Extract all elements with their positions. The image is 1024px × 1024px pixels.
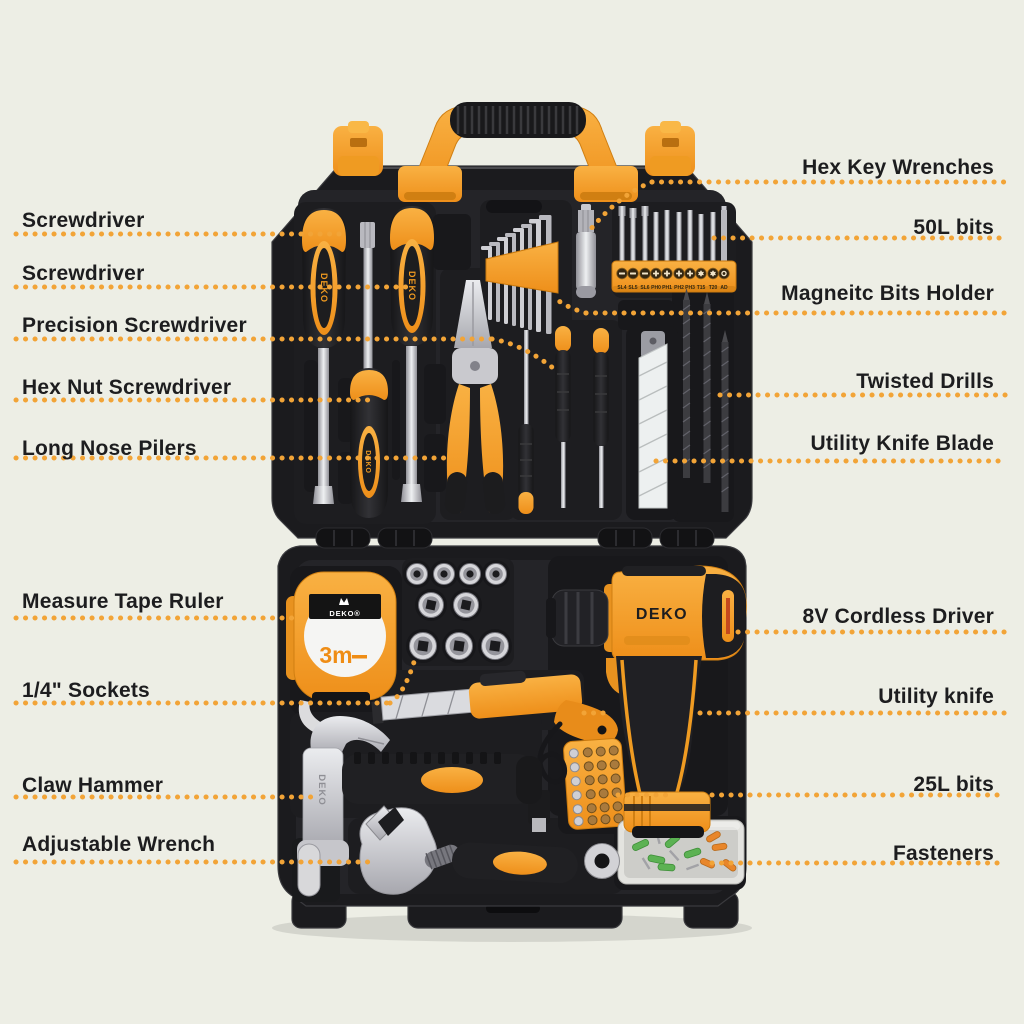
drill-brand-text: DEKO bbox=[636, 606, 688, 623]
label-screwdriver-1: Screwdriver bbox=[22, 209, 145, 232]
tape-brand-text: DEKO® bbox=[329, 609, 360, 618]
deko-crown-icon bbox=[339, 598, 349, 605]
utility-knife bbox=[371, 670, 618, 744]
bit-label: PH1 bbox=[662, 285, 672, 291]
bit-label: T15 bbox=[697, 285, 706, 291]
hex-key-wrenches bbox=[481, 215, 559, 334]
case-handle bbox=[398, 102, 638, 202]
leader-lines bbox=[13, 179, 1009, 866]
hex-nut-brand-text: DEKO bbox=[364, 450, 371, 473]
label-measure-tape-ruler: Measure Tape Ruler bbox=[22, 590, 224, 613]
tape-measure: DEKO® 3m bbox=[286, 571, 397, 734]
tape-length-text: 3m bbox=[319, 642, 352, 668]
bit-label: AD bbox=[720, 285, 728, 291]
cordless-driver: DEKO bbox=[546, 565, 747, 838]
label-fasteners: Fasteners bbox=[892, 842, 994, 865]
hex-nut-screwdriver: DEKO bbox=[350, 222, 388, 518]
25l-bits-tray bbox=[563, 738, 627, 830]
latch-right bbox=[645, 121, 695, 176]
magnetic-bits-holder bbox=[576, 204, 596, 298]
long-nose-pliers bbox=[444, 280, 506, 514]
screwdriver-large: DEKO bbox=[302, 208, 346, 504]
label-twisted-drills: Twisted Drills bbox=[856, 370, 994, 393]
screwdriver-brand-text: DEKO bbox=[319, 273, 329, 303]
leader-sockets-tail bbox=[387, 659, 417, 706]
hammer-brand-text: DEKO bbox=[316, 774, 327, 805]
label-screwdriver-2: Screwdriver bbox=[22, 262, 145, 285]
label-adjustable-wrench: Adjustable Wrench bbox=[22, 833, 216, 856]
label-cordless-driver: 8V Cordless Driver bbox=[802, 605, 994, 628]
label-long-nose-pilers: Long Nose Pilers bbox=[22, 437, 197, 460]
leader-magnetic-tail bbox=[553, 296, 589, 316]
label-25l-bits: 25L bits bbox=[913, 773, 994, 796]
label-magnetic-bits-holder: Magneitc Bits Holder bbox=[781, 282, 994, 305]
bit-label: PH0 bbox=[651, 285, 661, 291]
pocket-tool bbox=[297, 843, 321, 897]
utility-knife-blade bbox=[626, 326, 678, 520]
bit-slot-icon bbox=[619, 272, 625, 275]
bit-label: SL5 bbox=[628, 285, 637, 291]
50l-bits-row: SL4 SL5 SL6 PH0 PH1 PH2 PH3 T15 T20 AD bbox=[611, 206, 737, 293]
case-hinges bbox=[315, 527, 715, 549]
label-hex-nut-screwdriver: Hex Nut Screwdriver bbox=[22, 376, 232, 399]
label-hex-key-wrenches: Hex Key Wrenches bbox=[802, 156, 994, 179]
label-claw-hammer: Claw Hammer bbox=[22, 774, 164, 797]
label-utility-knife-blade: Utility Knife Blade bbox=[810, 432, 994, 455]
bit-label: SL4 bbox=[617, 285, 626, 291]
hex-key-holder-wedge bbox=[485, 241, 559, 294]
bit-slot-icon bbox=[630, 272, 636, 275]
bit-label: T20 bbox=[709, 285, 718, 291]
adjustable-wrench bbox=[359, 805, 620, 895]
label-quarter-inch-sockets: 1/4" Sockets bbox=[22, 679, 150, 702]
label-precision-screwdriver: Precision Screwdriver bbox=[22, 314, 247, 337]
latch-left bbox=[333, 121, 383, 176]
bit-label: SL6 bbox=[640, 285, 649, 291]
bit-label: PH3 bbox=[685, 285, 695, 291]
precision-screwdrivers bbox=[518, 326, 609, 514]
bit-label: PH2 bbox=[674, 285, 684, 291]
label-50l-bits: 50L bits bbox=[913, 216, 994, 239]
bit-slot-icon bbox=[642, 272, 648, 275]
label-utility-knife: Utility knife bbox=[878, 685, 994, 708]
leader-hex-keys-tail bbox=[587, 179, 655, 233]
